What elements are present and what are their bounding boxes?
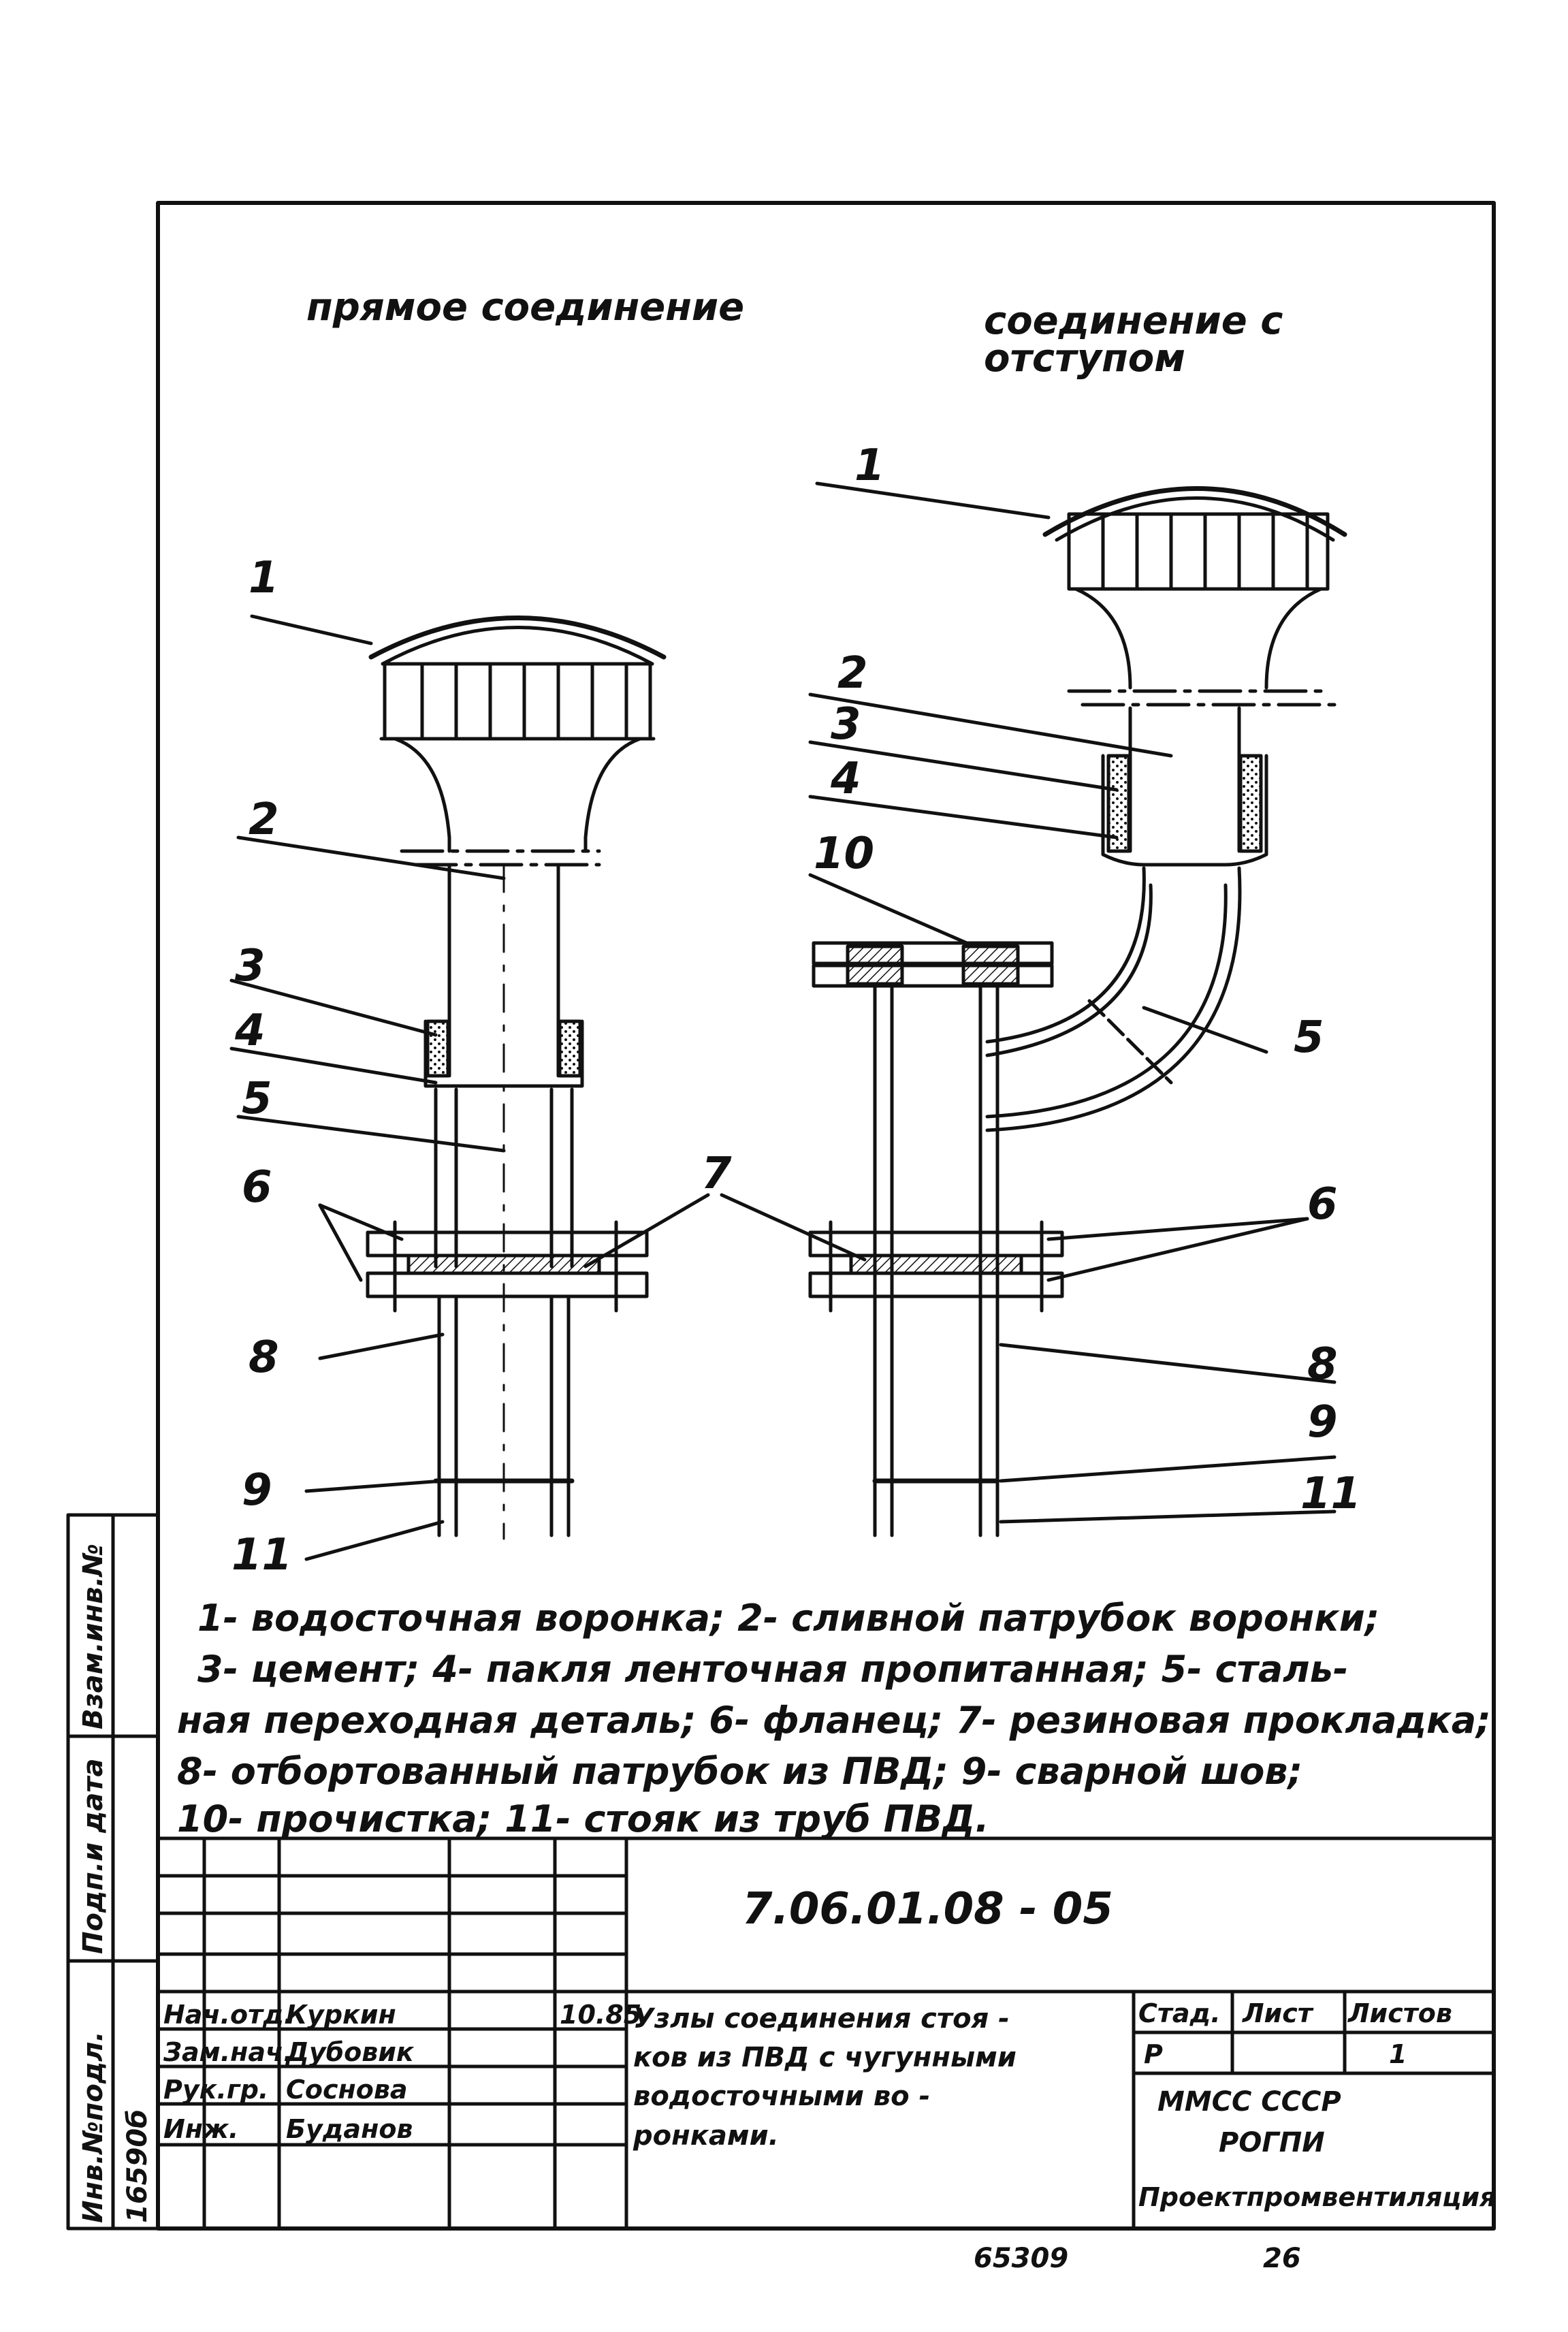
legend-line-2: 3- цемент; 4- пакля ленточная пропитанна… — [197, 1648, 1348, 1691]
funnel-bars-right — [1067, 512, 1330, 591]
tb-name-1: Куркин — [286, 2000, 396, 2030]
legend-line-1: 1- водосточная воронка; 2- сливной патру… — [197, 1597, 1379, 1640]
callout-right-4: 4 — [830, 754, 861, 804]
tb-stage-value: Р — [1144, 2039, 1163, 2069]
callout-right-9: 9 — [1307, 1397, 1338, 1448]
tb-name-3: Соснова — [286, 2075, 408, 2105]
offset-connection-view — [720, 481, 1347, 1537]
callout-left-8: 8 — [249, 1332, 279, 1383]
tb-name-2: Дубовик — [285, 2037, 415, 2067]
legend-line-5: 10- прочистка; 11- стояк из труб ПВД. — [177, 1798, 989, 1840]
funnel-grate-left — [368, 616, 667, 660]
legend-line-4: 8- отбортованный патрубок из ПВД; 9- сва… — [177, 1750, 1302, 1793]
callout-right-6: 6 — [1307, 1179, 1338, 1230]
callout-left-2: 2 — [249, 795, 279, 845]
callout-right-1: 1 — [854, 441, 885, 491]
side-replace-label: Взам.инв.№ — [78, 1544, 109, 1729]
callout-left-5: 5 — [242, 1074, 272, 1124]
callout-left-11: 11 — [231, 1530, 292, 1580]
legend-line-3: ная переходная деталь; 6- фланец; 7- рез… — [177, 1699, 1491, 1742]
callout-right-10: 10 — [814, 829, 874, 879]
callout-left-6: 6 — [242, 1162, 272, 1213]
title-block-grid — [156, 1836, 1496, 2231]
callout-left-1: 1 — [249, 553, 279, 603]
tb-sheet-label: Лист — [1242, 1998, 1314, 2028]
tb-description-1: Узлы соединения стоя - — [633, 2003, 1010, 2034]
tb-date-1: 10.85 — [560, 2000, 641, 2030]
drawing-frame — [156, 201, 1496, 2231]
callout-right-8: 8 — [1307, 1339, 1338, 1390]
tb-stage-label: Стад. — [1138, 1998, 1221, 2028]
direct-view-title: прямое соединение — [306, 285, 744, 330]
callout-right-3: 3 — [831, 699, 861, 750]
tb-org-line-2: РОГПИ — [1219, 2127, 1325, 2158]
direct-connection-view — [229, 614, 710, 1561]
side-inv-value: 16590б — [122, 2109, 153, 2223]
side-inv-label: Инв.№подл. — [78, 2031, 109, 2223]
side-sign-date-label: Подп.и дата — [78, 1758, 109, 1954]
page-number: 26 — [1263, 2243, 1301, 2274]
callout-left-9: 9 — [242, 1465, 272, 1516]
offset-view-title-line2: отступом — [984, 336, 1185, 381]
tb-description-3: водосточными во - — [633, 2081, 930, 2112]
funnel-grate-right — [1042, 486, 1347, 537]
callout-right-5: 5 — [1294, 1012, 1324, 1063]
callout-right-11: 11 — [1300, 1469, 1361, 1519]
tb-sheet-value: 1 — [1389, 2039, 1407, 2069]
funnel-bars-left — [383, 662, 652, 741]
tb-org-line-1: ММСС СССР — [1157, 2086, 1341, 2118]
callout-right-2: 2 — [837, 648, 868, 699]
tb-role-1: Нач.отд. — [163, 2000, 293, 2030]
tb-sheets-label: Листов — [1347, 1998, 1452, 2028]
drawing-code: 7.06.01.08 - 05 — [742, 1884, 1113, 1934]
offset-view-title-line1: соединение с — [984, 299, 1283, 343]
tb-description-2: ков из ПВД с чугунными — [633, 2042, 1017, 2073]
tb-role-3: Рук.гр. — [163, 2075, 268, 2105]
callout-left-3: 3 — [235, 941, 266, 991]
tb-description-4: ронками. — [633, 2120, 779, 2152]
tb-role-2: Зам.нач. — [163, 2037, 293, 2067]
tb-name-4: Буданов — [286, 2114, 413, 2144]
callout-right-7: 7 — [701, 1149, 732, 1199]
archive-number: 65309 — [974, 2243, 1068, 2274]
callout-left-4: 4 — [234, 1006, 266, 1056]
tb-role-4: Инж. — [163, 2114, 238, 2144]
side-stamp — [66, 1513, 160, 2231]
tb-org-line-3: Проектпромвентиляция — [1138, 2182, 1496, 2212]
